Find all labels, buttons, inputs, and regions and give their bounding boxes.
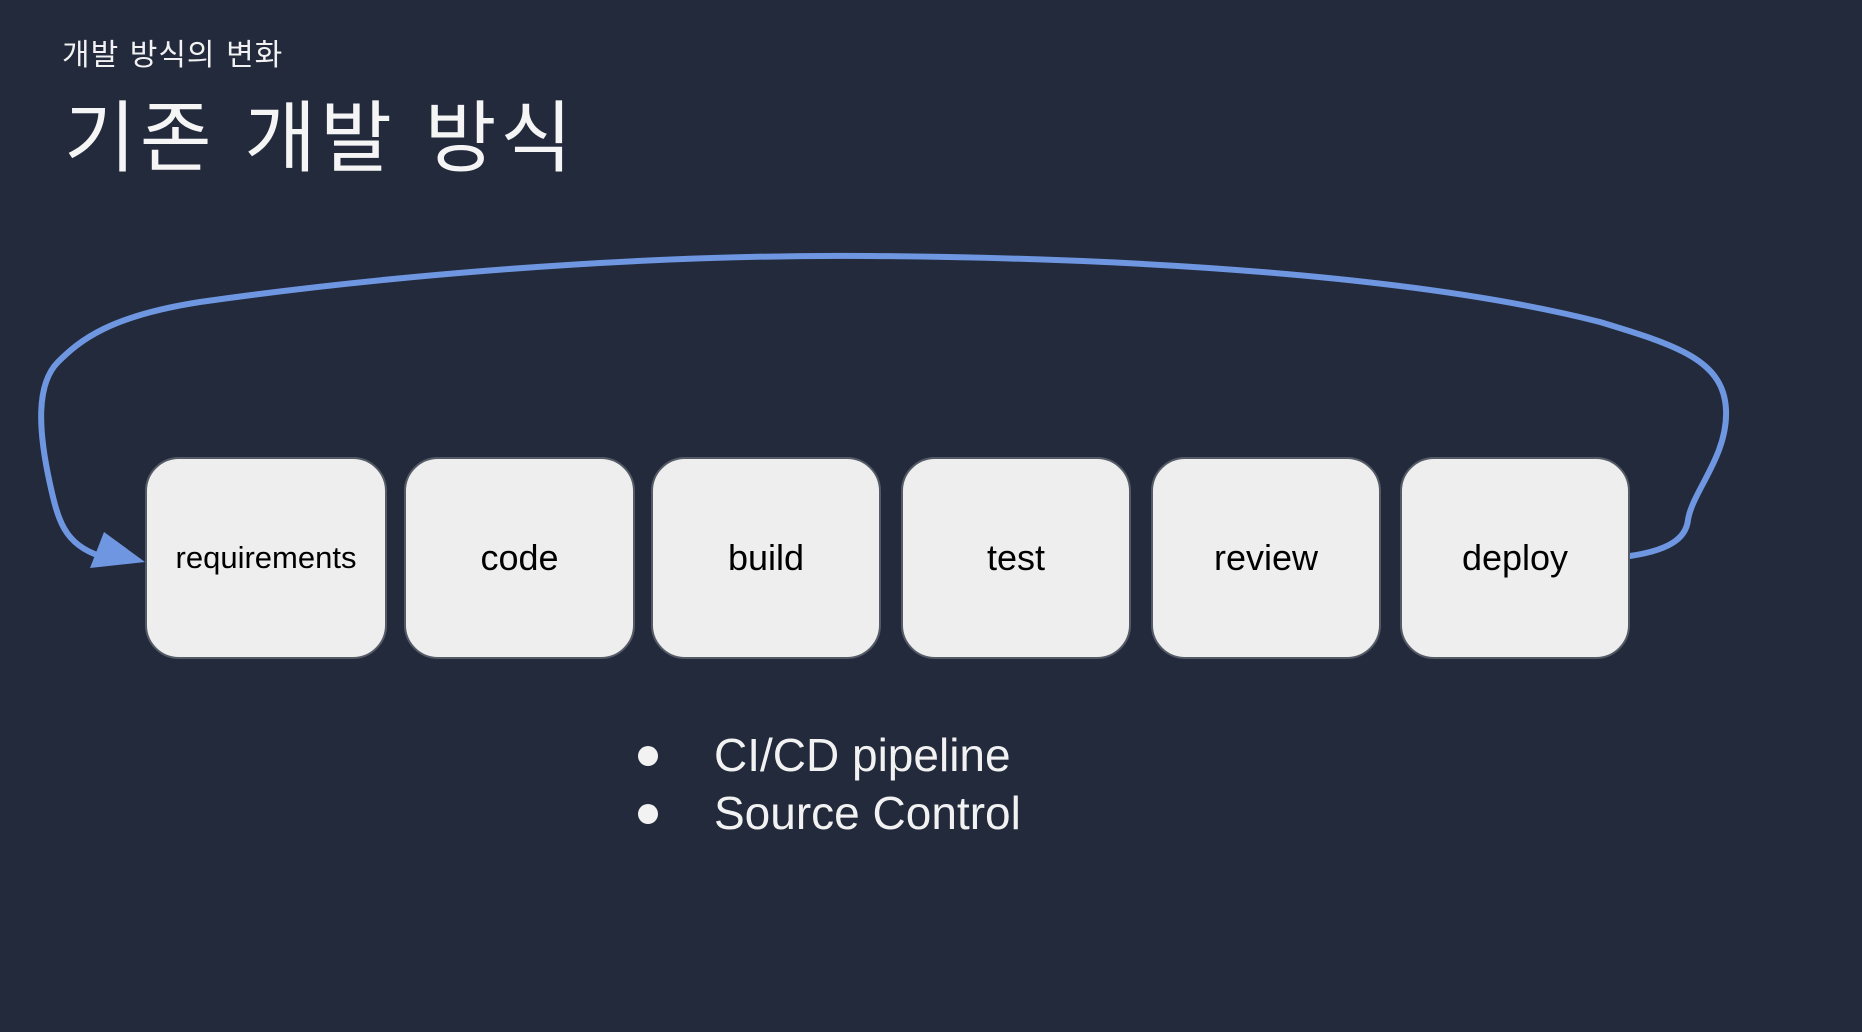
step-build: build (651, 457, 881, 659)
step-code: code (404, 457, 635, 659)
bullet-list: CI/CD pipeline Source Control (636, 726, 1021, 842)
bullet-dot-icon (638, 746, 658, 766)
step-label: test (986, 537, 1046, 578)
step-review: review (1151, 457, 1381, 659)
step-label: build (727, 537, 805, 578)
step-label: deploy (1461, 537, 1569, 578)
list-item: CI/CD pipeline (636, 726, 1021, 784)
slide-title: 기존 개발 방식 (64, 94, 577, 184)
bullet-text: CI/CD pipeline (714, 729, 1011, 781)
step-test: test (901, 457, 1131, 659)
bullet-dot-icon (638, 804, 658, 824)
step-label: review (1213, 537, 1319, 578)
section-label: 개발 방식의 변화 (62, 38, 284, 73)
bullet-text: Source Control (714, 787, 1021, 839)
step-deploy: deploy (1400, 457, 1630, 659)
step-requirements: requirements (145, 457, 387, 659)
step-label: code (480, 537, 559, 578)
step-label: requirements (175, 540, 357, 575)
list-item: Source Control (636, 784, 1021, 842)
loop-arrow-head (90, 532, 145, 568)
